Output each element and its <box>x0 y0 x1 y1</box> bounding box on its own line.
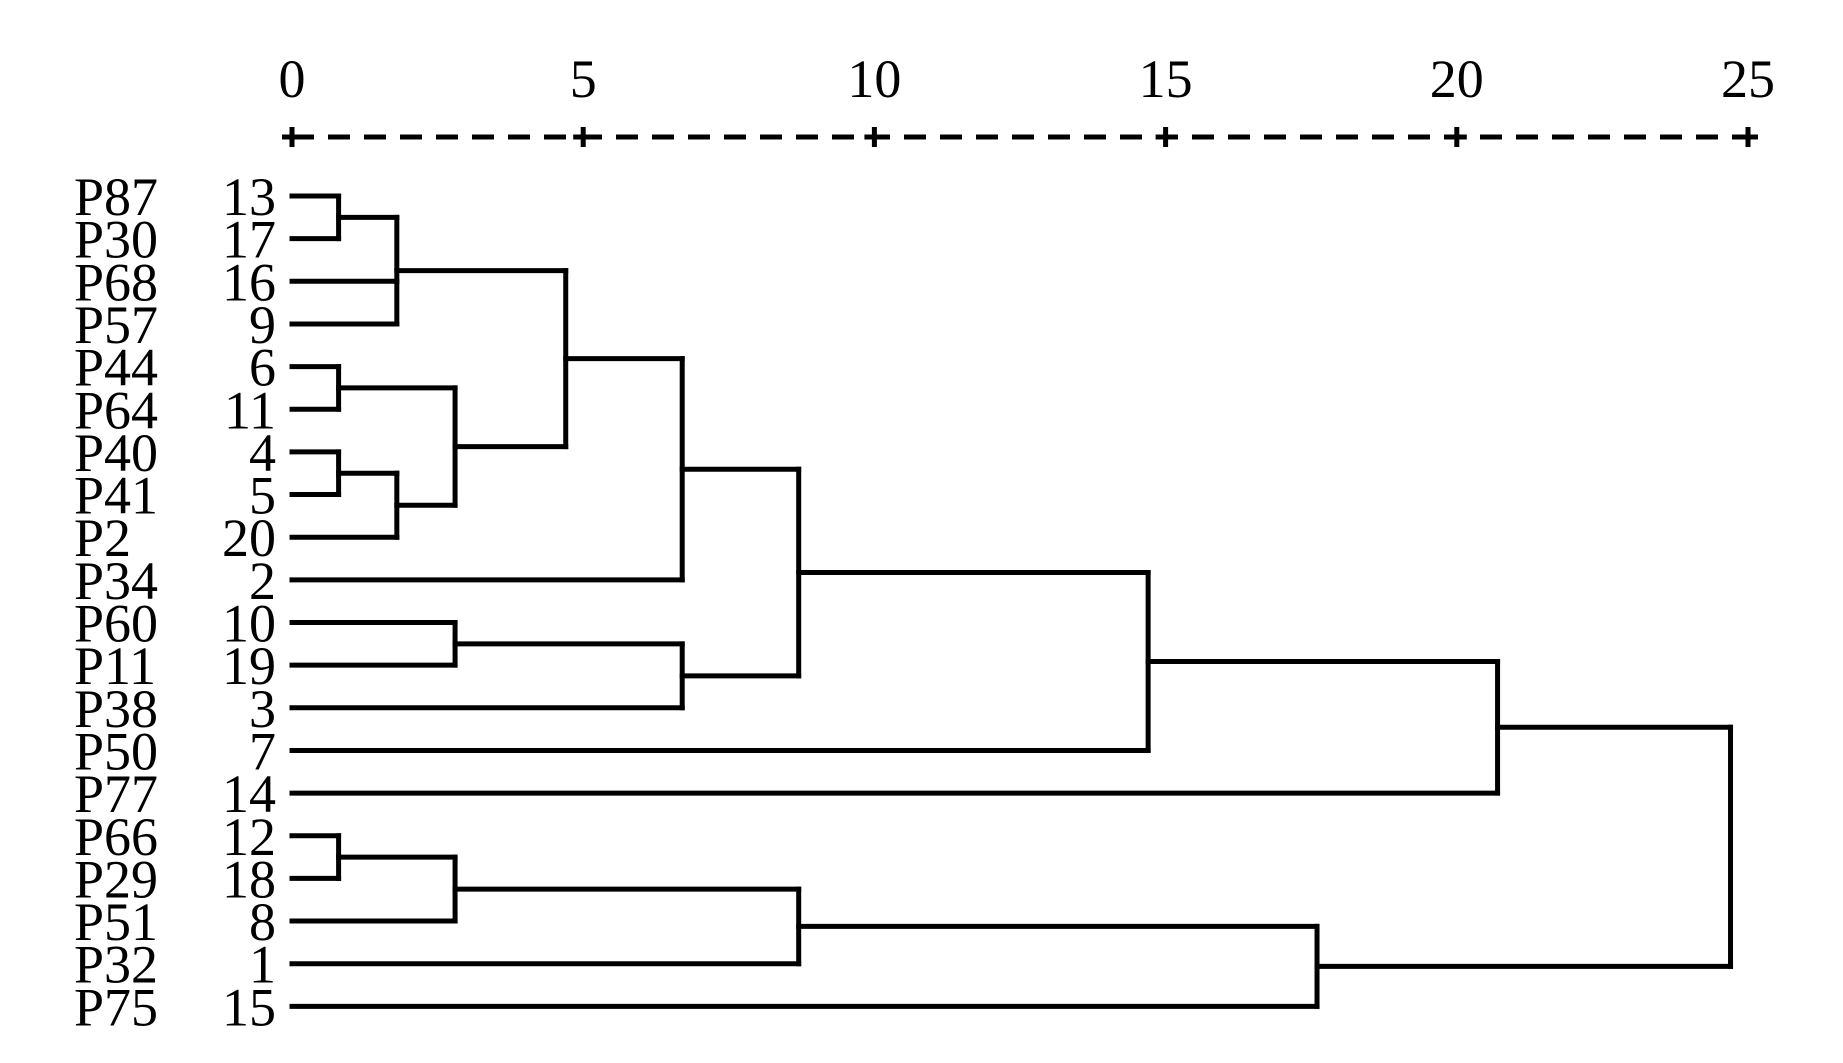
dendrogram-branches <box>289 193 1734 1009</box>
leaf-case-number: 1 <box>249 935 276 995</box>
leaf-name-label: P11 <box>74 636 156 696</box>
leaf-name-label: P64 <box>74 380 158 440</box>
distance-axis-ticks: 0 5 10 15 20 25 <box>279 49 1775 147</box>
leaf-case-number: 19 <box>222 636 276 696</box>
leaf-name-label: P51 <box>74 892 158 952</box>
axis-tick-label: 15 <box>1139 49 1193 109</box>
leaf-name-label: P2 <box>74 508 131 568</box>
leaf-name-label: P29 <box>74 849 158 909</box>
leaf-case-number: 9 <box>249 295 276 355</box>
axis-tick-label: 25 <box>1721 49 1775 109</box>
leaf-case-number: 18 <box>222 849 276 909</box>
leaf-name-label: P30 <box>74 210 158 270</box>
leaf-case-number: 20 <box>222 508 276 568</box>
leaf-name-label: P66 <box>74 807 158 867</box>
leaf-name-label: P77 <box>74 764 158 824</box>
leaf-name-label: P87 <box>74 167 158 227</box>
leaf-case-number: 8 <box>249 892 276 952</box>
axis-tick-label: 10 <box>847 49 901 109</box>
leaf-case-number: 13 <box>222 167 276 227</box>
leaf-case-number: 10 <box>222 594 276 654</box>
leaf-case-number: 14 <box>222 764 276 824</box>
leaf-name-label: P41 <box>74 466 158 526</box>
leaf-name-label: P40 <box>74 423 158 483</box>
leaf-name-label: P50 <box>74 721 158 781</box>
axis-tick-label: 20 <box>1430 49 1484 109</box>
leaf-case-number: 2 <box>249 551 276 611</box>
leaf-case-number: 7 <box>249 721 276 781</box>
leaf-name-label: P38 <box>74 679 158 739</box>
leaf-case-number: 4 <box>249 423 276 483</box>
leaf-name-label: P68 <box>74 252 158 312</box>
axis-tick-label: 5 <box>570 49 597 109</box>
leaf-name-label: P75 <box>74 977 158 1037</box>
leaf-case-number: 17 <box>222 210 276 270</box>
leaf-case-number: 11 <box>224 380 276 440</box>
leaf-case-number: 6 <box>249 338 276 398</box>
leaf-name-label: P60 <box>74 594 158 654</box>
leaf-name-label: P34 <box>74 551 158 611</box>
leaf-case-number: 12 <box>222 807 276 867</box>
leaf-name-label: P57 <box>74 295 158 355</box>
leaf-case-number: 15 <box>222 977 276 1037</box>
leaf-case-number: 3 <box>249 679 276 739</box>
leaf-name-label: P44 <box>74 338 158 398</box>
leaf-case-number: 5 <box>249 466 276 526</box>
leaf-name-label: P32 <box>74 935 158 995</box>
leaf-case-number: 16 <box>222 252 276 312</box>
axis-tick-label: 0 <box>279 49 306 109</box>
